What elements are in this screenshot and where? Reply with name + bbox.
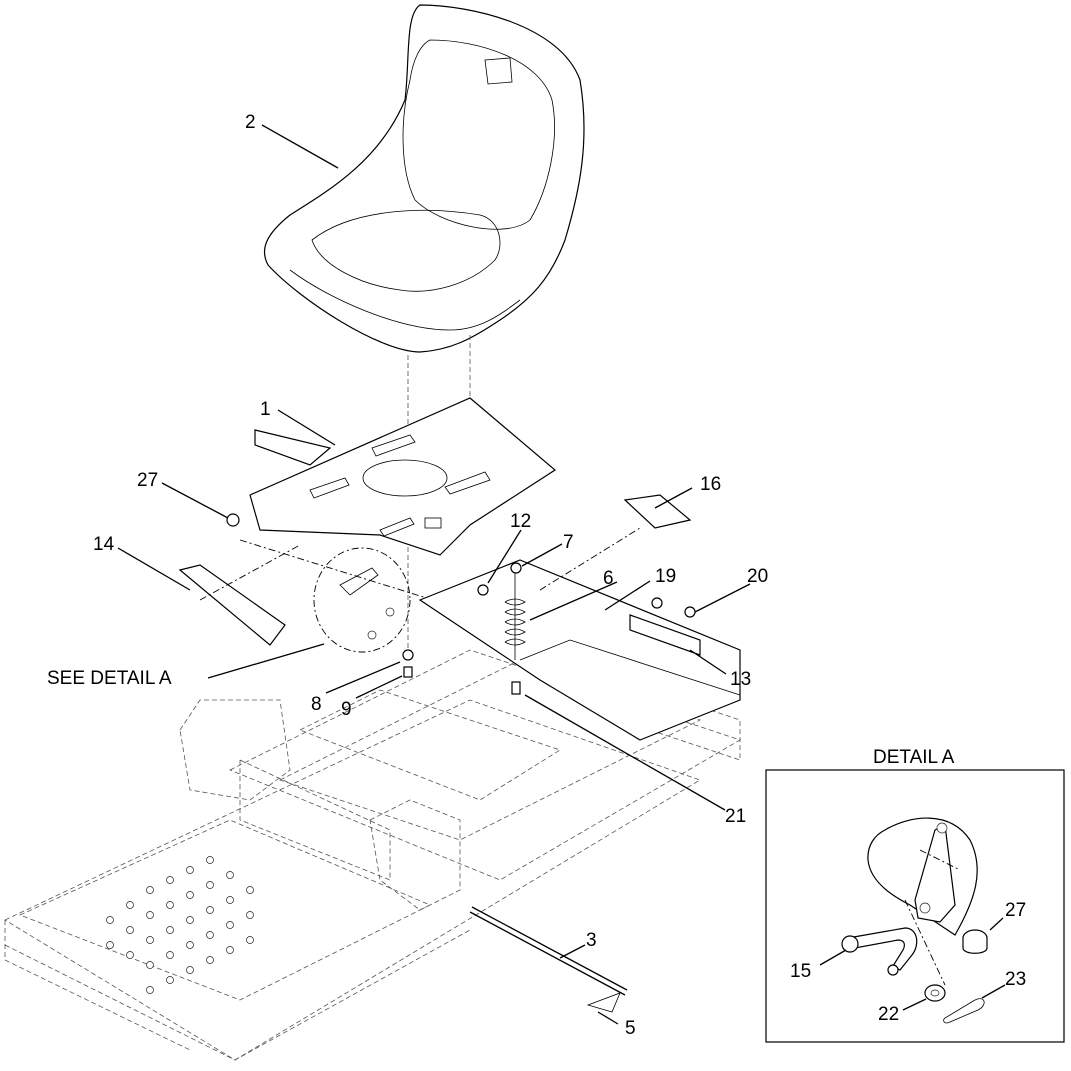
callout-7: 7 — [563, 532, 574, 553]
callout-21: 21 — [725, 806, 746, 827]
detail-callout-15: 15 — [790, 961, 811, 982]
detail-a-panel: DETAIL A 15 27 22 23 — [765, 747, 1065, 1043]
rod — [469, 906, 628, 1013]
callout-12: 12 — [510, 511, 531, 532]
decal-16 — [623, 494, 692, 529]
detail-callout-22: 22 — [878, 1004, 899, 1025]
decal-14 — [178, 564, 286, 646]
callout-6: 6 — [603, 568, 614, 589]
detail-a-title: DETAIL A — [873, 747, 955, 768]
callout-27: 27 — [137, 470, 158, 491]
callout-19: 19 — [655, 566, 676, 587]
spring — [504, 570, 526, 660]
detail-a-callout-circle — [313, 547, 411, 653]
callout-13: 13 — [730, 669, 751, 690]
deck-holes — [106, 856, 254, 994]
callout-16: 16 — [700, 474, 721, 495]
callout-20: 20 — [747, 566, 768, 587]
callout-3: 3 — [586, 930, 597, 951]
see-detail-a: SEE DETAIL A — [47, 668, 172, 689]
seat-pan — [249, 397, 557, 556]
callout-1: 1 — [260, 399, 271, 420]
callout-9: 9 — [341, 699, 352, 720]
seat-support-channel — [418, 559, 741, 741]
callout-2: 2 — [245, 112, 256, 133]
leader-lines — [117, 124, 751, 1025]
callout-14: 14 — [93, 534, 115, 555]
detail-callout-23: 23 — [1005, 969, 1026, 990]
callout-5: 5 — [625, 1018, 636, 1039]
callout-labels: 2 1 27 14 SEE DETAIL A 8 9 12 7 6 19 20 … — [47, 112, 768, 1039]
callout-8: 8 — [311, 694, 322, 715]
seat — [263, 4, 585, 353]
hardware — [226, 513, 696, 695]
detail-callout-27: 27 — [1005, 900, 1026, 921]
